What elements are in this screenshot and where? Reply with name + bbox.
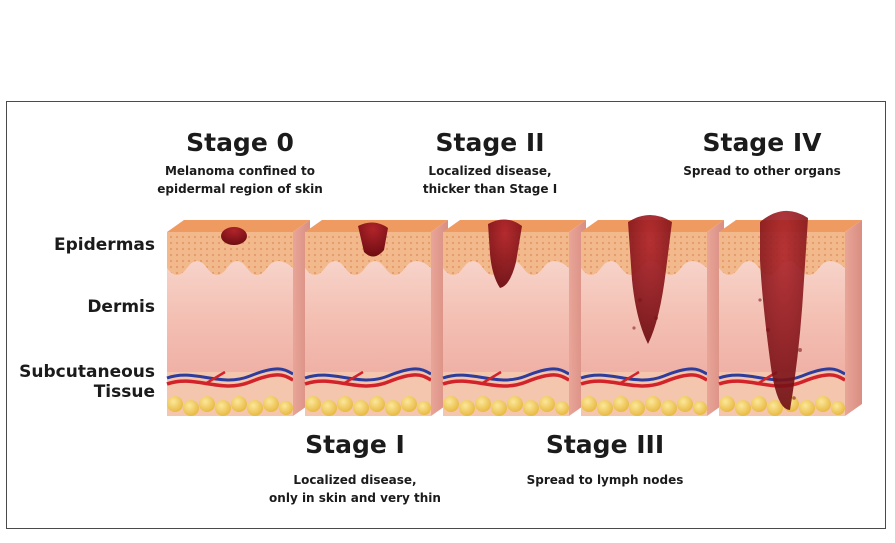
tumor-stage-0 xyxy=(221,227,247,245)
metastasis-speckles xyxy=(632,298,802,400)
blood-vessels xyxy=(442,367,570,388)
stage-2-desc-line-1: Localized disease, xyxy=(428,164,552,178)
stage-1-title: Stage I xyxy=(305,430,405,459)
skin-block-stage-1 xyxy=(304,220,448,416)
stage-0-desc-line-1: Melanoma confined to xyxy=(164,164,316,178)
stage-4-description: Spread to other organs xyxy=(683,162,841,180)
stage-2-description: Localized disease, thicker than Stage I xyxy=(423,162,557,198)
stage-4-title: Stage IV xyxy=(702,128,822,157)
label-subcutaneous-line-1: Subcutaneous xyxy=(19,362,155,382)
skin-blocks xyxy=(166,220,862,416)
label-subcutaneous-tissue: Subcutaneous Tissue xyxy=(10,362,155,402)
blood-vessels xyxy=(580,367,708,388)
blood-vessels xyxy=(166,367,294,388)
fat-cells xyxy=(581,396,707,416)
fat-cells xyxy=(167,396,293,416)
fat-cells xyxy=(305,396,431,416)
stage-2-desc-line-2: thicker than Stage I xyxy=(422,182,558,196)
tumor-stage-4 xyxy=(760,210,808,410)
stage-3-description: Spread to lymph nodes xyxy=(527,471,684,489)
stage-0-description: Melanoma confined to epidermal region of… xyxy=(157,162,323,198)
stage-2-title: Stage II xyxy=(435,128,545,157)
label-subcutaneous-line-2: Tissue xyxy=(93,382,155,402)
stage-0-desc-line-2: epidermal region of skin xyxy=(157,182,323,196)
stage-3-desc-line-1: Spread to lymph nodes xyxy=(526,473,684,487)
stage-1-desc-line-2: only in skin and very thin xyxy=(269,491,441,505)
fat-cells xyxy=(443,396,569,416)
stage-0-title: Stage 0 xyxy=(186,128,294,157)
stage-3-title: Stage III xyxy=(545,430,665,459)
stage-4-desc-line-1: Spread to other organs xyxy=(683,164,841,178)
tumor-stage-3 xyxy=(628,215,672,344)
skin-block-stage-0 xyxy=(166,220,310,416)
tumor-stage-2 xyxy=(488,219,522,288)
label-epidermis: Epidermas xyxy=(54,235,155,255)
stage-1-desc-line-1: Localized disease, xyxy=(293,473,417,487)
label-dermis: Dermis xyxy=(87,297,155,317)
blood-vessels xyxy=(304,367,432,388)
melanoma-tumors xyxy=(221,210,808,410)
stage-1-description: Localized disease, only in skin and very… xyxy=(269,471,441,507)
tumor-stage-1 xyxy=(358,222,388,257)
skin-block-stage-2 xyxy=(442,220,586,416)
